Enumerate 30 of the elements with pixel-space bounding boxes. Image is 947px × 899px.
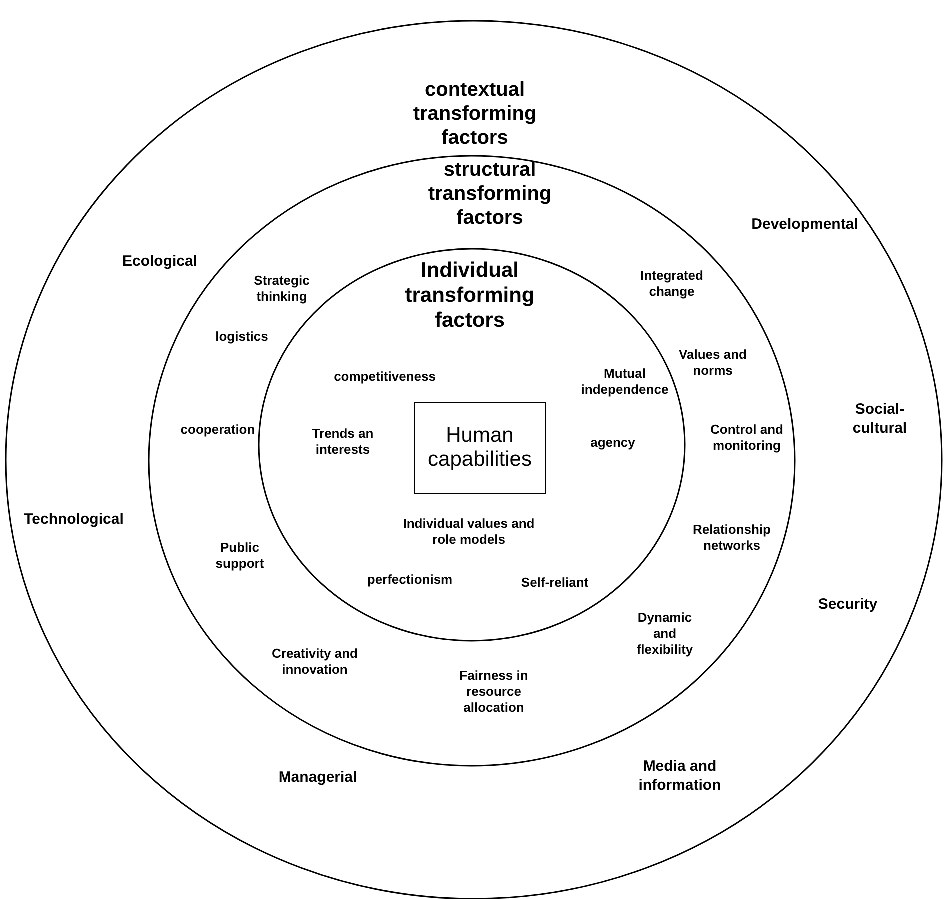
factor-label: Ecological — [121, 252, 199, 272]
factor-label: Strategic thinking — [253, 272, 311, 305]
factor-label: Technological — [23, 510, 125, 530]
factor-label: Developmental — [750, 216, 860, 234]
factor-label: Mutual independence — [580, 366, 670, 398]
factor-label: Creativity and innovation — [271, 646, 359, 678]
factor-label: Individual values and role models — [402, 516, 536, 548]
factor-label: Control and monitoring — [710, 422, 784, 454]
factor-label: Social-cultural — [852, 401, 908, 438]
factor-label: Media and information — [638, 758, 722, 796]
factor-label: Security — [817, 596, 879, 614]
factor-label: Dynamic and flexibility — [636, 610, 694, 658]
factor-label: Public support — [214, 540, 266, 572]
factor-label: Relationship networks — [692, 522, 772, 554]
factor-label: Fairness in resource allocation — [458, 668, 530, 716]
factor-label: logistics — [214, 329, 270, 346]
concept-box: Human capabilities — [414, 402, 546, 494]
factor-label: Managerial — [278, 768, 358, 788]
ring-title: Individual transforming factors — [404, 258, 536, 334]
outer-ring — [5, 20, 943, 899]
factor-label: cooperation — [180, 422, 256, 438]
factor-label: perfectionism — [366, 572, 454, 588]
ring-title: structural transforming factors — [427, 158, 553, 230]
ring-title: contextual transforming factors — [412, 78, 538, 150]
factor-label: Trends an interests — [311, 426, 375, 458]
factor-label: Integrated change — [640, 268, 704, 300]
factor-label: competitiveness — [333, 369, 437, 386]
factor-label: Self-reliant — [520, 575, 590, 592]
factor-label: Values and norms — [678, 346, 748, 379]
factor-label: agency — [590, 435, 636, 452]
